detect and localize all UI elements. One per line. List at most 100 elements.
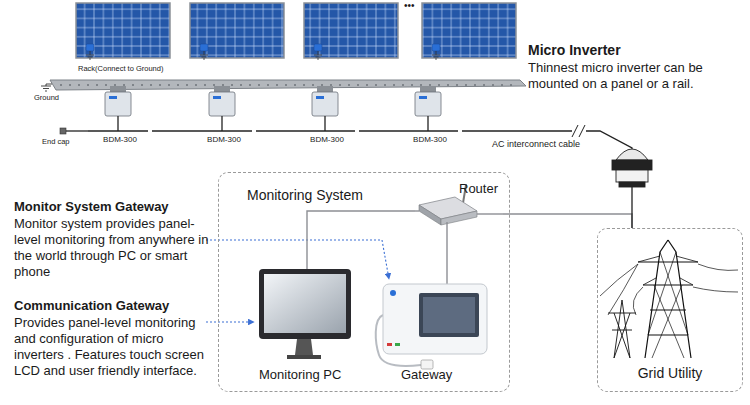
callout-heading: Monitor System Gateway	[14, 199, 169, 215]
ac-cable	[192, 130, 252, 131]
transmission-towers	[645, 240, 691, 358]
cable-break-mark	[572, 125, 586, 137]
monitor-stand	[295, 339, 313, 355]
part-label: Rack(Connect to Ground)	[78, 64, 163, 73]
network-cable	[503, 214, 632, 228]
cable-break-mark	[572, 125, 586, 137]
ac-cable	[359, 130, 398, 131]
panel-ground-symbols	[432, 44, 440, 59]
network-cable	[446, 273, 447, 284]
callout-body: Thinnest micro inverter can be mounted o…	[528, 60, 728, 92]
network-cable	[446, 222, 447, 227]
monitor-stand	[287, 355, 321, 359]
continuation-dots: •••	[404, 0, 415, 12]
transmission-towers	[638, 256, 698, 285]
network-cable	[415, 210, 419, 211]
inverter-body	[312, 92, 338, 116]
transmission-towers	[648, 252, 688, 358]
solar-panels	[76, 3, 170, 58]
node-label: Router	[459, 181, 498, 197]
mount-bracket	[317, 86, 333, 92]
mount-bracket	[420, 86, 436, 92]
dc-cable	[427, 116, 428, 131]
brand-logo	[390, 290, 396, 296]
inverter-body	[415, 92, 441, 116]
end-cap	[60, 128, 88, 134]
rack-ground-symbol	[41, 84, 52, 91]
callout-heading: Micro Inverter	[528, 42, 621, 59]
junction-box	[619, 182, 645, 187]
micro-inverter: BDM-300	[192, 86, 256, 148]
panel-ground-symbols	[86, 44, 94, 59]
grid-utility-panel: Grid Utility	[597, 228, 743, 392]
brand-logo	[419, 96, 427, 99]
network-cable	[306, 263, 307, 269]
ac-cable	[295, 130, 355, 131]
inverter-body	[209, 92, 235, 116]
solar-panels	[190, 3, 284, 58]
gateway-screen	[423, 297, 475, 333]
mount-bracket	[110, 86, 126, 92]
micro-inverter: BDM-300	[295, 86, 359, 148]
ac-cable	[398, 130, 458, 131]
node-label: BDM-300	[295, 135, 359, 145]
end-cap	[66, 130, 88, 131]
status-light	[387, 343, 392, 346]
dc-cable	[324, 116, 325, 131]
node-label: BDM-300	[192, 135, 256, 145]
solar-panels	[422, 3, 516, 58]
router: Router	[415, 181, 503, 227]
node-label: Gateway	[401, 367, 452, 383]
dc-cable	[221, 116, 222, 131]
node-label: Grid Utility	[598, 365, 742, 382]
ac-cable	[256, 130, 295, 131]
cable-break-mark	[579, 125, 585, 137]
ac-cable	[462, 131, 632, 228]
callout-body: Monitor system provides panel-level moni…	[14, 216, 210, 280]
gateway-screen	[419, 293, 479, 337]
mount-bracket	[214, 86, 230, 92]
node-label: BDM-300	[88, 135, 152, 145]
cable-break-mark	[572, 125, 578, 137]
junction-box	[616, 149, 648, 160]
monitoring-system-panel: Monitoring System RouterMonitoring PC Gate…	[218, 172, 510, 392]
monitor-bezel	[259, 269, 351, 339]
micro-inverter: BDM-300	[88, 86, 152, 148]
ac-cable	[88, 130, 148, 131]
transmission-towers	[638, 262, 698, 335]
router-body	[419, 205, 441, 225]
ac-cable	[152, 130, 192, 131]
leader-lines	[206, 321, 254, 322]
inverter-body	[105, 92, 131, 116]
junction-box	[612, 149, 652, 187]
rack-ground-symbol	[41, 86, 51, 87]
mounting-rail	[60, 84, 516, 86]
part-label: Ground	[34, 93, 59, 102]
transmission-towers	[600, 240, 738, 358]
panel-ground-symbols	[200, 44, 208, 59]
status-light	[395, 343, 400, 346]
panel-ground-symbols	[86, 44, 440, 59]
brand-logo	[109, 96, 117, 99]
network-cable	[446, 227, 447, 273]
rack-ground-symbol	[45, 91, 47, 92]
dc-cable	[117, 116, 118, 131]
network-cable	[477, 213, 503, 214]
gateway-body	[383, 284, 487, 354]
transmission-towers	[600, 264, 738, 315]
end-cap	[60, 128, 66, 134]
solar-panels	[76, 3, 516, 58]
micro-inverter: BDM-300	[398, 86, 462, 148]
rack-ground-symbol	[43, 88, 49, 89]
panel-ground-symbols	[314, 44, 322, 59]
node-label: BDM-300	[398, 135, 462, 145]
junction-box	[616, 170, 648, 182]
node-label: Monitoring PC	[259, 367, 341, 383]
brand-logo	[316, 96, 324, 99]
junction-box	[612, 160, 652, 170]
brand-logo	[213, 96, 221, 99]
node-label: Monitoring System	[247, 187, 363, 204]
callout-heading: Communication Gateway	[14, 298, 169, 314]
gateway: Gateway	[373, 273, 497, 387]
